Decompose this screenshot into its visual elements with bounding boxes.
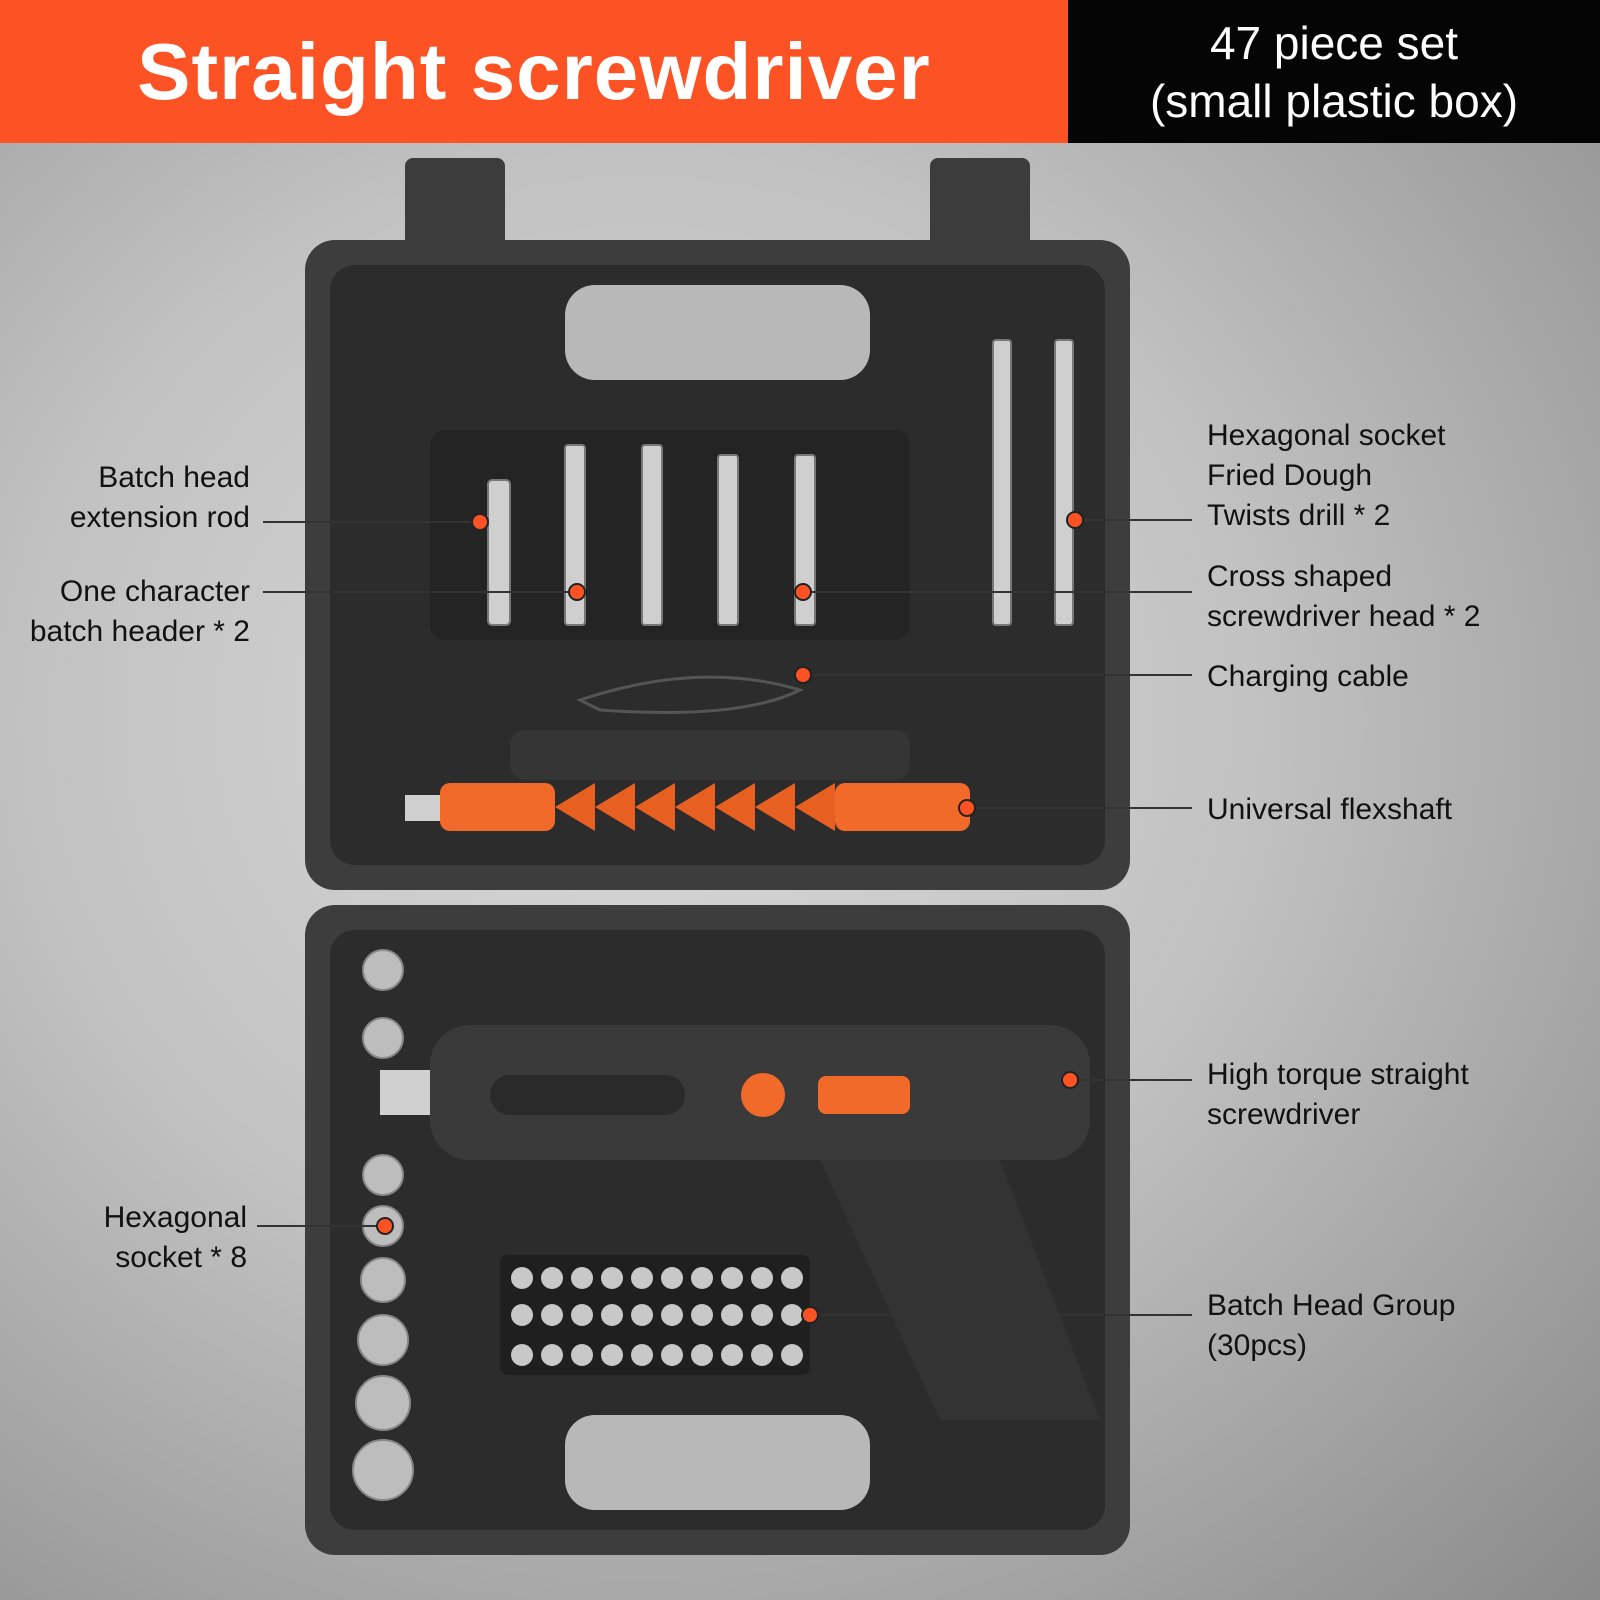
callout-dot (801, 1306, 819, 1324)
callout-dot (794, 666, 812, 684)
label-twist-drill: Hexagonal socket Fried Dough Twists dril… (1207, 416, 1445, 536)
leader-line (803, 674, 1192, 676)
label-line: High torque straight (1207, 1058, 1469, 1091)
label-line: Batch Head Group (1207, 1289, 1456, 1322)
label-line: One character (59, 575, 250, 608)
label-line: Universal flexshaft (1207, 793, 1453, 826)
leader-line (810, 1314, 1192, 1316)
label-line: extension rod (69, 501, 250, 534)
label-line: Batch head (98, 461, 250, 494)
label-extension-rod: Batch head extension rod (70, 458, 250, 538)
label-line: Twists drill * 2 (1207, 499, 1391, 532)
bit-rows (511, 1267, 803, 1366)
header-subtitle-line2: (small plastic box) (1149, 74, 1519, 127)
label-bit-group: Batch Head Group (30pcs) (1207, 1286, 1455, 1366)
label-line: screwdriver (1207, 1098, 1361, 1131)
label-line: Charging cable (1207, 660, 1409, 693)
callout-dot (958, 799, 976, 817)
label-charging-cable: Charging cable (1207, 657, 1409, 697)
label-line: screwdriver head * 2 (1207, 600, 1481, 633)
flexshaft (440, 783, 555, 831)
leader-line (257, 1225, 385, 1227)
label-line: socket * 8 (115, 1241, 247, 1274)
label-line: Cross shaped (1207, 560, 1393, 593)
leader-line (803, 591, 1192, 593)
callout-dot (471, 513, 489, 531)
label-line: batch header * 2 (29, 615, 250, 648)
callout-dot (376, 1217, 394, 1235)
label-flexshaft: Universal flexshaft (1207, 790, 1452, 830)
label-line: Hexagonal (103, 1201, 247, 1234)
label-one-character: One character batch header * 2 (30, 572, 250, 652)
label-cross-head: Cross shaped screwdriver head * 2 (1207, 557, 1480, 637)
label-hex-socket: Hexagonal socket * 8 (104, 1198, 247, 1278)
callout-dot (568, 583, 586, 601)
callout-dot (1066, 511, 1084, 529)
label-line: Fried Dough (1207, 459, 1373, 492)
case-handle-opening (565, 285, 870, 380)
label-line: Hexagonal socket (1207, 419, 1446, 452)
callout-dot (794, 583, 812, 601)
leader-line (263, 591, 577, 593)
header-title-banner: Straight screwdriver (0, 0, 1068, 143)
header-subtitle-banner: 47 piece set (small plastic box) (1068, 0, 1600, 143)
leader-line (1075, 519, 1192, 521)
label-line: (30pcs) (1207, 1329, 1308, 1362)
screwdriver-bits (487, 339, 1074, 626)
leader-line (967, 807, 1192, 809)
label-screwdriver: High torque straight screwdriver (1207, 1055, 1469, 1135)
hex-sockets (352, 949, 414, 1501)
leader-line (1070, 1079, 1192, 1081)
header-title: Straight screwdriver (137, 26, 931, 116)
charging-cable (576, 675, 805, 714)
header-subtitle-line1: 47 piece set (1209, 16, 1459, 69)
leader-line (263, 521, 480, 523)
callout-dot (1061, 1071, 1079, 1089)
